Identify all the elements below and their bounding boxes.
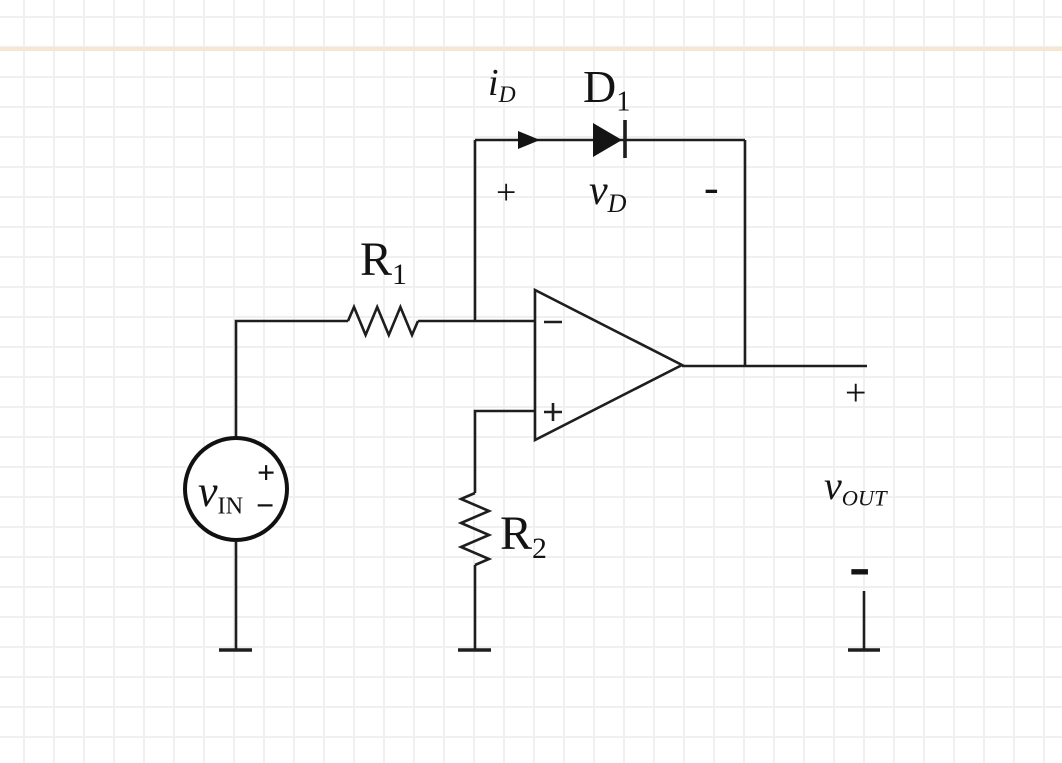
label-resistor2: R2 [500, 510, 547, 564]
label-output-minus: - [849, 530, 871, 601]
label-output-sub: OUT [841, 485, 887, 511]
label-diode-name-base: D [583, 61, 617, 112]
vin-source-symbol [183, 436, 289, 542]
label-resistor1-base: R [360, 233, 393, 286]
diode-symbol [593, 123, 622, 157]
label-resistor2-sub: 2 [532, 531, 547, 565]
label-diode-voltage-minus: - [704, 163, 719, 212]
label-diode-voltage: vD [589, 170, 626, 217]
label-diode-name: D1 [583, 64, 631, 117]
opamp-noninverting-mark [544, 403, 562, 421]
label-diode-voltage-sub: D [607, 188, 627, 218]
label-resistor1: R1 [360, 236, 407, 290]
label-output-plus: + [845, 372, 867, 414]
opamp-symbol [533, 287, 685, 443]
label-output: vOUT [824, 466, 887, 510]
resistor-r1-symbol [346, 303, 420, 339]
label-diode-voltage-plus: + [496, 172, 517, 212]
wire-noninverting-input [473, 409, 535, 493]
label-source-plus: + [257, 454, 276, 490]
label-source-minus: − [256, 487, 275, 523]
resistor-r2-symbol [457, 491, 493, 567]
label-diode-voltage-base: v [589, 168, 608, 214]
label-source: vIN [198, 470, 243, 518]
label-source-sub: IN [217, 492, 244, 520]
label-output-base: v [824, 463, 842, 508]
wire-input [234, 319, 348, 437]
label-resistor2-base: R [500, 507, 533, 560]
current-arrow-icon [518, 131, 540, 149]
label-diode-name-sub: 1 [616, 86, 631, 118]
label-diode-current: iD [488, 64, 516, 108]
label-resistor1-sub: 1 [392, 257, 407, 291]
label-source-base: v [198, 467, 218, 516]
label-diode-current-sub: D [498, 82, 516, 109]
orange-guideline [0, 47, 1062, 51]
label-diode-current-base: i [488, 62, 499, 104]
